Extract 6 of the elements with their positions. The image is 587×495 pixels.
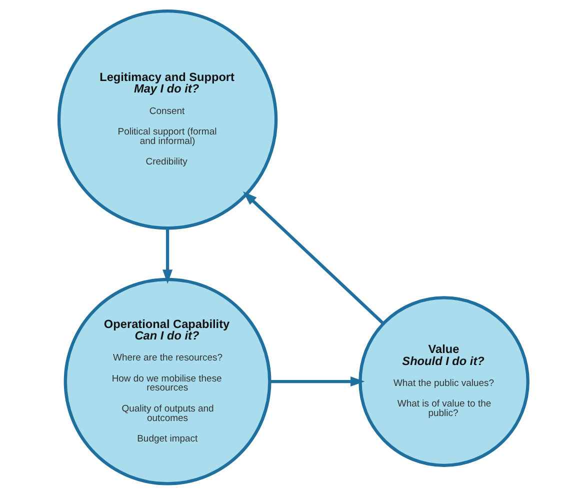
arrow: [270, 376, 365, 387]
node-circle: Legitimacy and Support May I do it? Consent Political support (formal and informal) Credibility: [57, 10, 278, 230]
arrow: [242, 191, 384, 325]
node-circle: Operational Capability Can I do it? Where are the resources? How do we mobilise these resources Quality of outputs and outcomes Budget impact: [64, 278, 272, 486]
arrow: [162, 228, 173, 284]
node-circle: Value Should I do it? What the public values? What is of value to the public?: [358, 296, 530, 467]
